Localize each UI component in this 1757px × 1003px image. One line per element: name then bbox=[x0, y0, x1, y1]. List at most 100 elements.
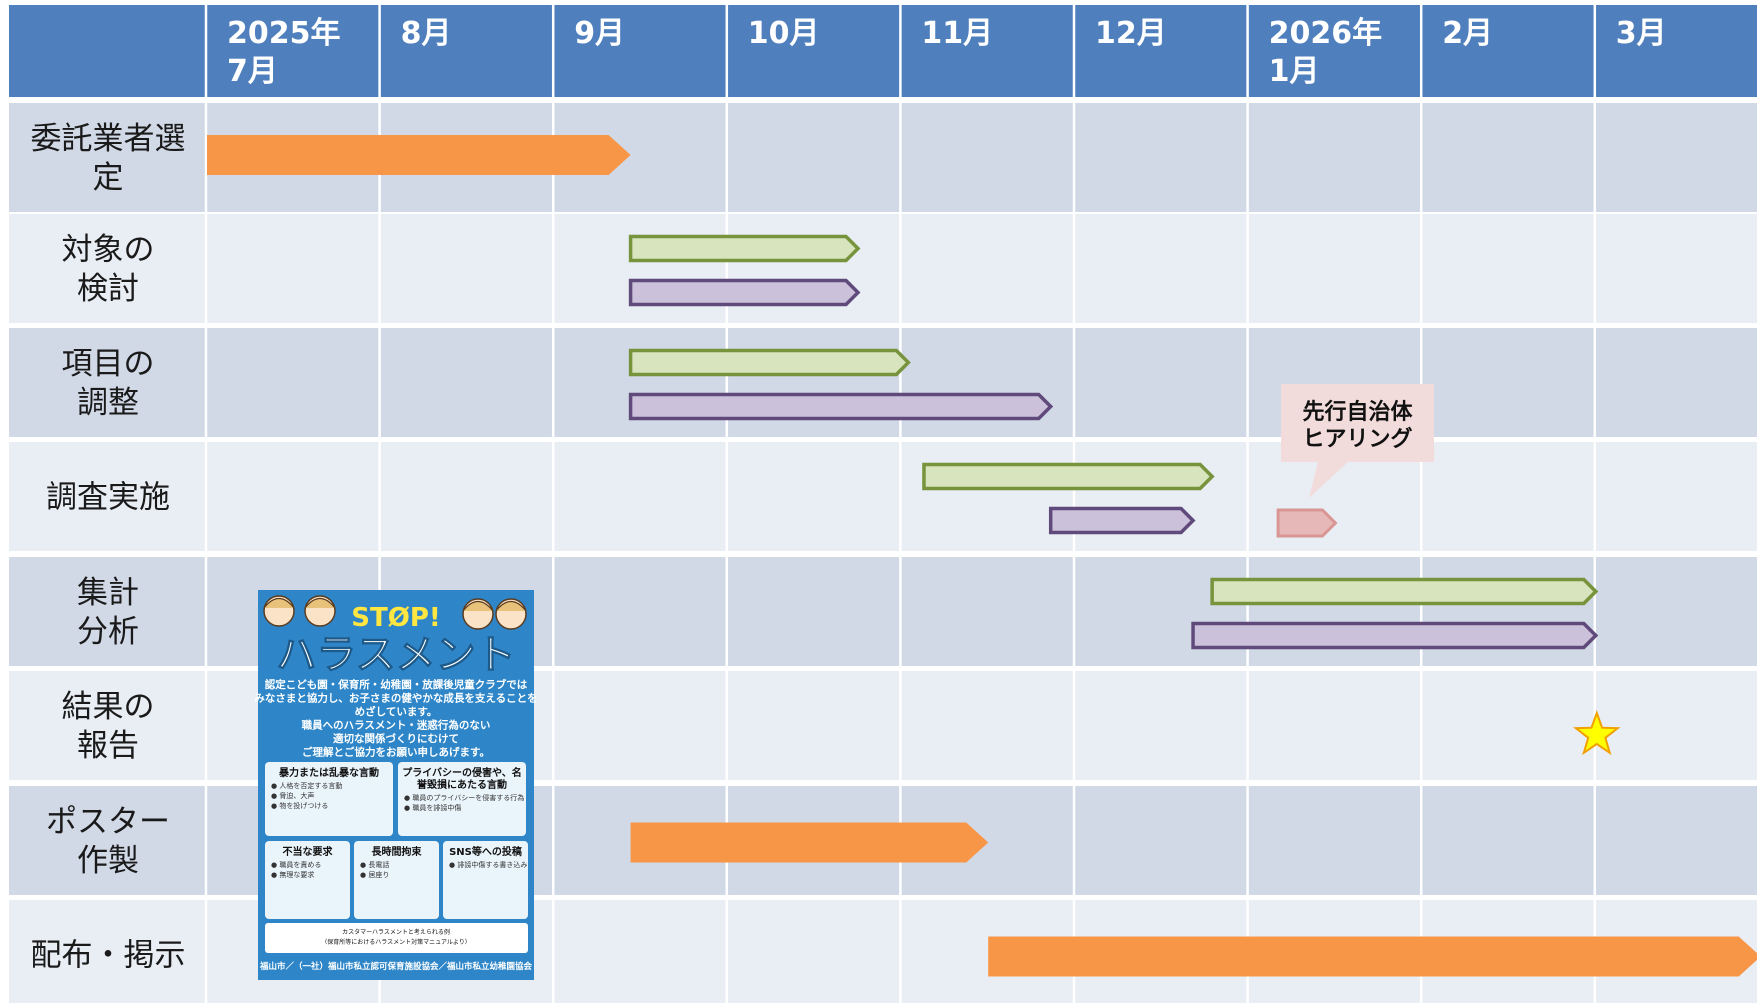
milestone-star-icon bbox=[1573, 710, 1621, 756]
task-label: 対象の検討 bbox=[62, 232, 155, 307]
task-label: 項目の調整 bbox=[62, 346, 155, 421]
month-label-line: 3月 bbox=[1616, 16, 1667, 51]
task-label: 集計分析 bbox=[77, 575, 139, 650]
task-label-line: 検討 bbox=[77, 271, 139, 307]
poster-box bbox=[265, 762, 393, 836]
month-label-line: 11月 bbox=[921, 16, 993, 51]
task-bar-orange bbox=[630, 822, 989, 863]
task-bar-orange bbox=[988, 936, 1757, 977]
row-background bbox=[9, 214, 1757, 323]
poster-box bbox=[265, 841, 350, 919]
poster-hair-icon bbox=[304, 597, 336, 609]
task-bar-purple bbox=[628, 278, 861, 307]
month-label-line: 8月 bbox=[401, 16, 452, 51]
poster-box-title: 暴力または乱暴な言動 bbox=[278, 766, 379, 779]
month-label-line: 2月 bbox=[1442, 16, 1493, 51]
task-bar-purple bbox=[1048, 506, 1196, 535]
poster-stop: STØP! bbox=[351, 603, 440, 633]
poster-hair-icon bbox=[462, 600, 494, 612]
task-label-line: 項目の bbox=[62, 346, 155, 382]
poster-box-item: ● 職員を誹謗中傷 bbox=[404, 803, 461, 812]
poster-box-item: ● 長電話 bbox=[360, 860, 389, 869]
poster-body-line: みなさまと協力し、お子さまの健やかな成長を支えることを bbox=[254, 692, 537, 705]
task-bars bbox=[207, 135, 1757, 977]
poster-box-title: SNS等への投稿 bbox=[449, 845, 522, 858]
month-label: 10月 bbox=[748, 16, 820, 51]
month-label: 11月 bbox=[921, 16, 993, 51]
poster-hair-icon bbox=[263, 597, 295, 609]
poster-box-item: ● 職員のプライバシーを侵害する行為 bbox=[404, 793, 524, 802]
month-label-line: 2026年 bbox=[1269, 16, 1383, 51]
harassment-poster: STØP!ハラスメント認定こども園・保育所・幼稚園・放課後児童クラブではみなさま… bbox=[254, 590, 538, 980]
month-label-line: 7月 bbox=[227, 54, 278, 89]
poster-box bbox=[354, 841, 439, 919]
poster-box-item: ● 物を投げつける bbox=[271, 801, 328, 810]
poster-body-line: 適切な関係づくりにむけて bbox=[333, 732, 459, 745]
callout-text: 先行自治体ヒアリング bbox=[1302, 399, 1413, 452]
row-background bbox=[9, 328, 1757, 437]
task-label: 委託業者選定 bbox=[31, 121, 186, 196]
month-label: 9月 bbox=[574, 16, 625, 51]
poster-box-title: 誉毀損にあたる言動 bbox=[416, 778, 507, 791]
month-label: 2月 bbox=[1442, 16, 1493, 51]
task-bar-green bbox=[628, 348, 911, 377]
task-bar-purple bbox=[1191, 621, 1599, 650]
poster-hair-icon bbox=[495, 600, 527, 612]
poster-box-item: ● 人格を否定する言動 bbox=[271, 781, 342, 790]
poster-box-item: ● 職員を責める bbox=[271, 860, 321, 869]
month-label-line: 1月 bbox=[1269, 54, 1320, 89]
callout-bubble bbox=[1281, 384, 1434, 498]
poster-box-item: ● 無理な要求 bbox=[271, 870, 314, 879]
poster-box-item: ● 居座り bbox=[360, 870, 389, 879]
poster-box-item: ● 脅迫、大声 bbox=[271, 791, 314, 800]
task-label-line: 分析 bbox=[77, 614, 139, 650]
poster-body-line: 認定こども園・保育所・幼稚園・放課後児童クラブでは bbox=[265, 678, 528, 691]
task-label: 配布・掲示 bbox=[31, 938, 186, 974]
task-label-line: ポスター bbox=[46, 804, 170, 840]
poster-box-item: ● 誹謗中傷する書き込み bbox=[449, 860, 527, 869]
month-label-line: 9月 bbox=[574, 16, 625, 51]
task-label-line: 調査実施 bbox=[46, 480, 170, 516]
month-label-line: 2025年 bbox=[227, 16, 341, 51]
task-label-line: 定 bbox=[93, 160, 124, 196]
month-label: 12月 bbox=[1095, 16, 1167, 51]
task-bar-pink bbox=[1276, 508, 1338, 538]
poster-box-title: 不当な要求 bbox=[283, 845, 334, 858]
task-label: ポスター作製 bbox=[46, 804, 170, 879]
task-label-line: 配布・掲示 bbox=[31, 938, 186, 974]
task-label: 調査実施 bbox=[46, 480, 170, 516]
month-label-line: 12月 bbox=[1095, 16, 1167, 51]
month-label-line: 10月 bbox=[748, 16, 820, 51]
month-label: 3月 bbox=[1616, 16, 1667, 51]
task-bar-green bbox=[1210, 577, 1599, 606]
row-background bbox=[9, 442, 1757, 551]
poster-footer: 福山市／（一社）福山市私立認可保育施設協会／福山市私立幼稚園協会 bbox=[259, 961, 533, 972]
milestones bbox=[1573, 710, 1621, 756]
poster-body-line: めざしています。 bbox=[355, 705, 438, 718]
task-label-line: 報告 bbox=[77, 728, 139, 764]
task-bar-green bbox=[628, 234, 861, 263]
task-label-line: 作製 bbox=[77, 843, 139, 879]
task-bar-purple bbox=[628, 392, 1054, 421]
poster-box bbox=[398, 762, 526, 836]
poster-band-line: カスタマーハラスメントと考えられる例 bbox=[342, 928, 450, 936]
task-label-line: 集計 bbox=[77, 575, 139, 611]
header-band bbox=[9, 5, 1757, 97]
task-label-line: 委託業者選 bbox=[31, 121, 186, 157]
callout-text-line: 先行自治体 bbox=[1302, 399, 1413, 425]
poster-body-line: ご理解とご協力をお願い申しあげます。 bbox=[302, 746, 490, 759]
poster-body-line: 職員へのハラスメント・迷惑行為のない bbox=[302, 719, 491, 732]
month-label: 8月 bbox=[401, 16, 452, 51]
task-label-line: 結果の bbox=[62, 689, 155, 725]
poster-box bbox=[443, 841, 528, 919]
task-label-line: 対象の bbox=[62, 232, 155, 268]
task-label: 結果の報告 bbox=[62, 689, 155, 764]
callout-text-line: ヒアリング bbox=[1302, 426, 1412, 452]
task-label-line: 調整 bbox=[77, 385, 139, 421]
poster-box-title: 長時間拘束 bbox=[372, 845, 423, 858]
poster-band-line: （保育所等におけるハラスメント対策マニュアルより） bbox=[321, 938, 471, 946]
